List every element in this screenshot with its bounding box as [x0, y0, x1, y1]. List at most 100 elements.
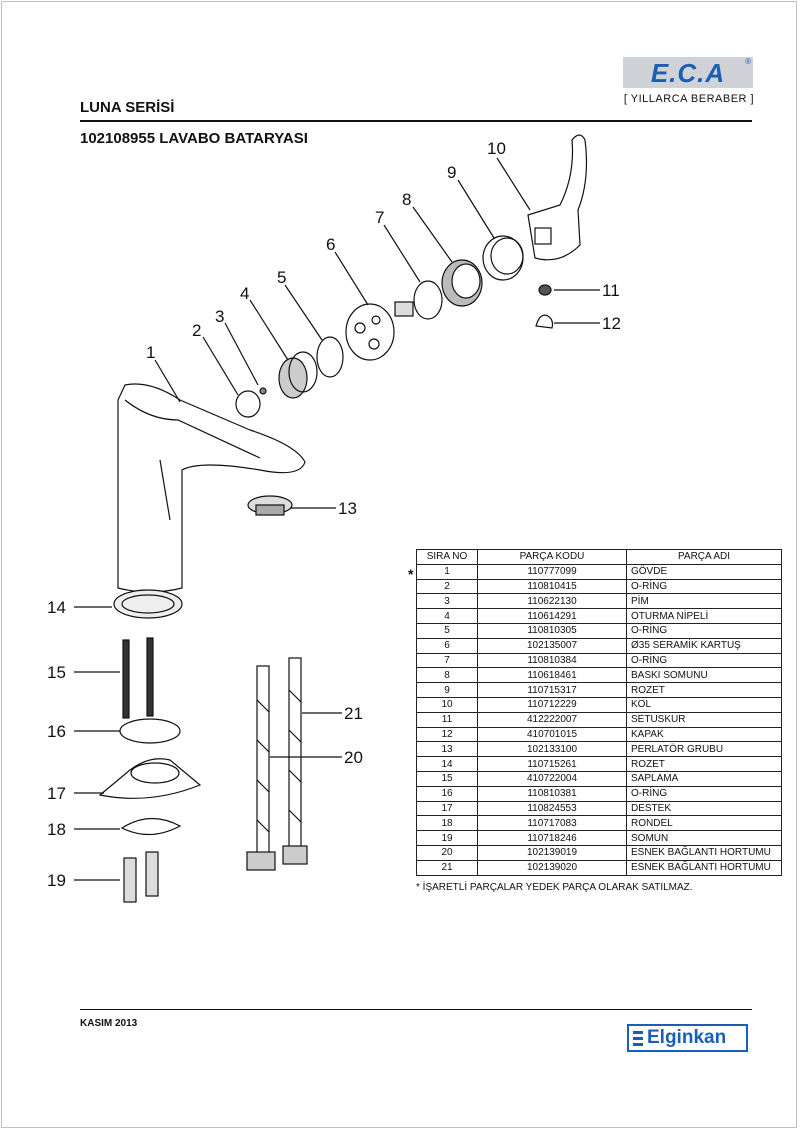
row-parca-adi: ROZET	[626, 756, 782, 772]
row-sira-no: 13	[416, 741, 478, 758]
brand-slogan: [ YILLARCA BERABER ]	[623, 93, 755, 105]
callout-13: 13	[338, 499, 357, 518]
callout-18: 18	[47, 820, 66, 839]
row-parca-adi: ESNEK BAĞLANTI HORTUMU	[626, 859, 782, 876]
callout-numbers: 1 2 3 4 5 6 7 8 9 10 11 12 13 14 15 16 1…	[47, 139, 621, 890]
nuts-19-drawing	[123, 851, 159, 903]
washer-18-drawing	[120, 817, 182, 836]
header-parca-kodu: PARÇA KODU	[477, 549, 627, 565]
o-ring-16-drawing	[119, 718, 181, 744]
row-sira-no: 20	[416, 844, 478, 861]
support-17-drawing	[98, 758, 202, 799]
pressure-nut-8-drawing	[441, 259, 483, 307]
o-ring-7-drawing	[413, 280, 443, 320]
callout-11: 11	[602, 281, 620, 300]
row-sira-no: 14	[416, 756, 478, 772]
row-sira-no: 19	[416, 830, 478, 846]
footer-rule	[80, 1009, 752, 1010]
row-parca-kodu: 110622130	[477, 593, 627, 610]
callout-1: 1	[146, 343, 155, 362]
row-sira-no: 5	[416, 622, 478, 639]
row-parca-kodu: 110824553	[477, 800, 627, 817]
row-parca-kodu: 110810305	[477, 622, 627, 639]
callout-19: 19	[47, 871, 66, 890]
row-parca-adi: BASKI SOMUNU	[626, 667, 782, 684]
row-parca-adi: PİM	[626, 593, 782, 610]
row-parca-adi: O-RİNG	[626, 578, 782, 595]
eca-logo: E.C.A ®	[623, 57, 753, 88]
row-parca-adi: O-RİNG	[626, 622, 782, 639]
series-title: LUNA SERİSİ	[80, 99, 175, 116]
callout-9: 9	[447, 163, 456, 182]
row-sira-no: 7	[416, 652, 478, 669]
brand-name: E.C.A	[650, 58, 726, 88]
pin-3-drawing	[259, 387, 267, 395]
product-title: 102108955 LAVABO BATARYASI	[80, 130, 308, 147]
not-sold-marker: *	[408, 566, 414, 582]
faucet-body-drawing	[117, 383, 306, 593]
row-parca-adi: KAPAK	[626, 726, 782, 743]
callout-3: 3	[215, 307, 224, 326]
row-parca-kodu: 110614291	[477, 608, 627, 624]
row-sira-no: 1	[416, 563, 478, 580]
callout-12: 12	[602, 314, 621, 333]
footnote: * İŞARETLİ PARÇALAR YEDEK PARÇA OLARAK S…	[416, 882, 693, 893]
o-ring-2-drawing	[235, 390, 261, 418]
callout-15: 15	[47, 663, 66, 682]
row-parca-kodu: 110715317	[477, 682, 627, 698]
callout-10: 10	[487, 139, 506, 158]
row-parca-kodu: 110810415	[477, 578, 627, 595]
row-parca-adi: OTURMA NİPELİ	[626, 608, 782, 624]
row-parca-kodu: 110718246	[477, 830, 627, 846]
flexible-hoses-drawing	[246, 657, 308, 871]
row-parca-kodu: 110715261	[477, 756, 627, 772]
lever-10-drawing	[527, 134, 588, 261]
row-sira-no: 2	[416, 578, 478, 595]
row-parca-adi: ESNEK BAĞLANTI HORTUMU	[626, 844, 782, 861]
row-parca-kodu: 110712229	[477, 696, 627, 713]
header-parca-adi: PARÇA ADI	[626, 549, 782, 565]
row-parca-kodu: 102133100	[477, 741, 627, 758]
header-sira-no: SIRA NO	[416, 549, 478, 565]
callout-8: 8	[402, 190, 411, 209]
rosette-14-drawing	[113, 589, 183, 619]
row-parca-adi: SETUSKUR	[626, 711, 782, 728]
row-sira-no: 4	[416, 608, 478, 624]
o-ring-5-drawing	[316, 336, 344, 378]
row-sira-no: 6	[416, 637, 478, 654]
row-sira-no: 3	[416, 593, 478, 610]
row-sira-no: 8	[416, 667, 478, 684]
callout-6: 6	[326, 235, 335, 254]
row-sira-no: 9	[416, 682, 478, 698]
elginkan-mark-icon	[633, 1031, 643, 1047]
row-parca-adi: PERLATÖR GRUBU	[626, 741, 782, 758]
row-parca-adi: ROZET	[626, 682, 782, 698]
row-parca-kodu: 102135007	[477, 637, 627, 654]
row-parca-adi: O-RİNG	[626, 785, 782, 802]
callout-17: 17	[47, 784, 66, 803]
elginkan-logo: Elginkan	[627, 1024, 748, 1052]
ceramic-cartridge-6-drawing	[345, 301, 414, 361]
row-sira-no: 12	[416, 726, 478, 743]
studs-15-drawing	[122, 637, 154, 719]
